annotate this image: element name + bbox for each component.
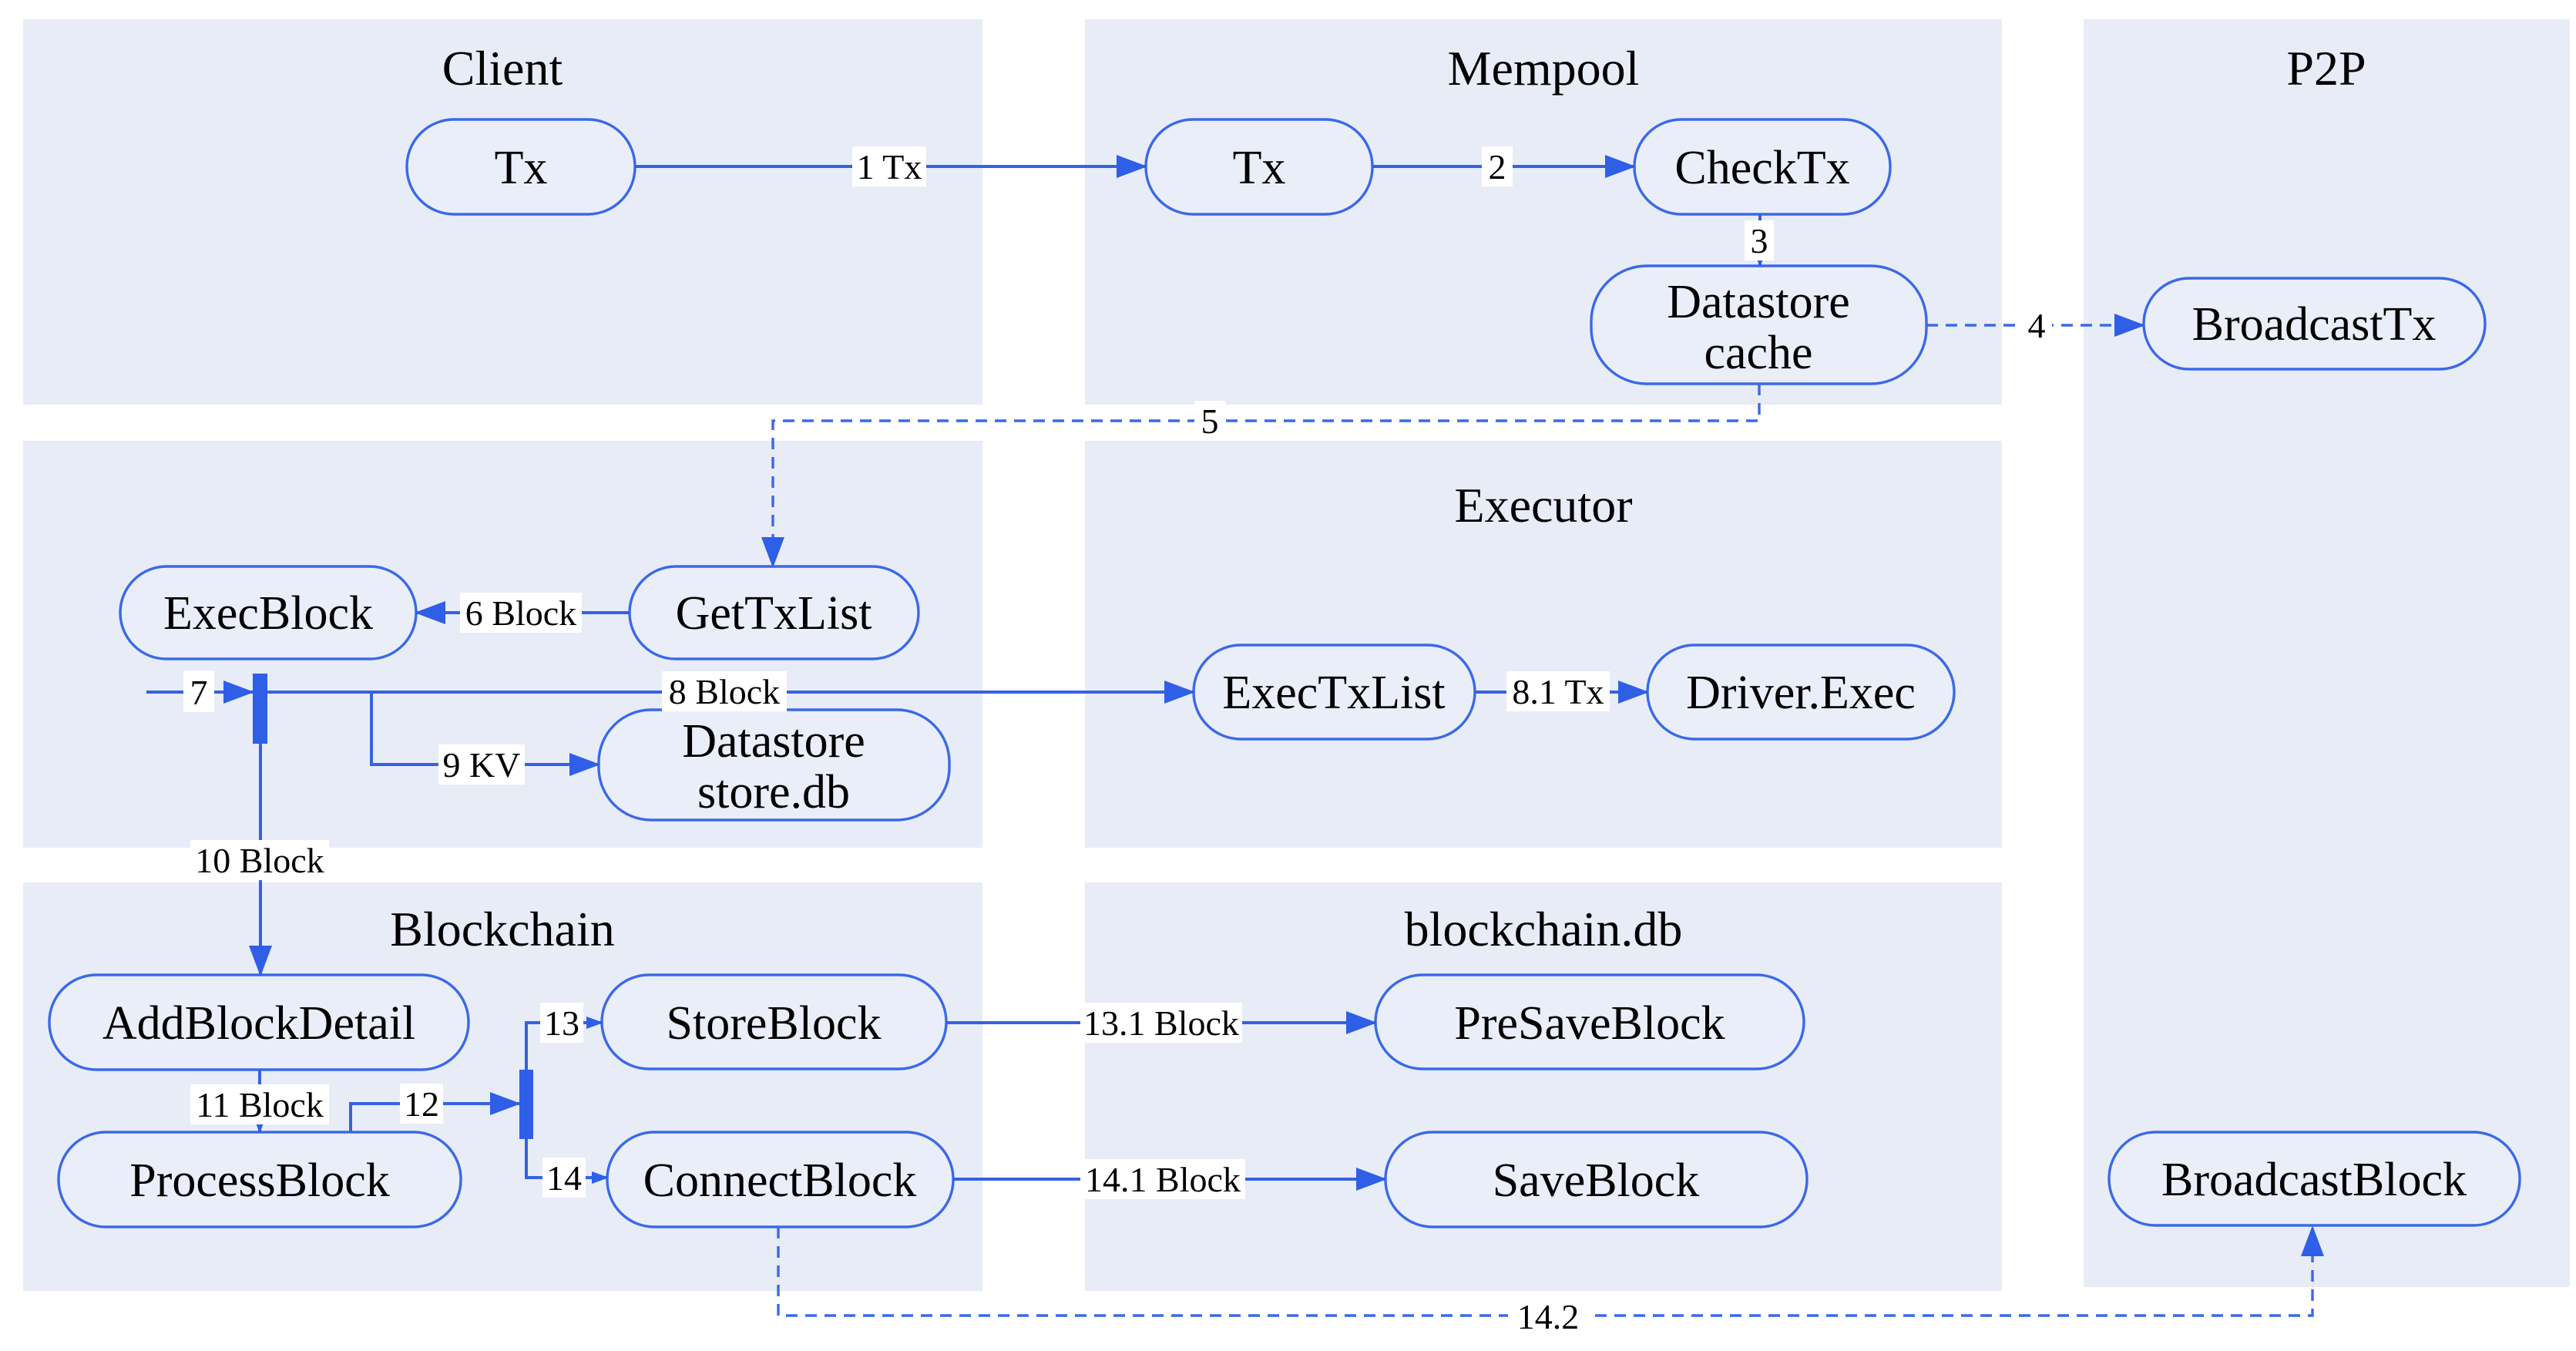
edge-5-line bbox=[761, 384, 1761, 568]
edge-2-label: 2 bbox=[1489, 147, 1506, 187]
node-gettxlist-label: GetTxList bbox=[676, 587, 872, 640]
edge-4-label-bg bbox=[2021, 305, 2052, 345]
node-execblock-label: ExecBlock bbox=[163, 587, 373, 640]
node-connectblock-label: ConnectBlock bbox=[643, 1154, 917, 1207]
node-mempool-tx-label: Tx bbox=[1233, 142, 1286, 194]
edge-9-label-bg bbox=[438, 744, 525, 785]
container-executor-title: Executor bbox=[1455, 478, 1633, 533]
edge-12-label: 12 bbox=[404, 1084, 439, 1124]
node-datastore-cache-label-1: Datastore bbox=[1667, 276, 1850, 328]
node-checktx-label: CheckTx bbox=[1674, 142, 1849, 194]
container-blockchain-db-title: blockchain.db bbox=[1405, 902, 1683, 956]
edge-13-label: 13 bbox=[544, 1003, 579, 1043]
container-p2p bbox=[2084, 19, 2570, 1287]
node-broadcastblock-label: BroadcastBlock bbox=[2161, 1154, 2467, 1206]
node-datastore-store-db-label-1: Datastore bbox=[682, 715, 865, 768]
edge-1-label-bg bbox=[852, 146, 926, 187]
edge-6-label: 6 Block bbox=[465, 593, 576, 633]
edge-14-label-bg bbox=[542, 1158, 586, 1198]
edge-8-label-bg bbox=[662, 671, 787, 711]
edge-14-2-label-bg bbox=[1508, 1296, 1588, 1336]
edge-13-1-label: 13.1 Block bbox=[1083, 1003, 1239, 1043]
edge-10-label-bg bbox=[190, 840, 329, 880]
edge-13-1-label-bg bbox=[1080, 1003, 1242, 1043]
node-broadcasttx-label: BroadcastTx bbox=[2192, 298, 2437, 351]
fork-bar-exec bbox=[253, 674, 267, 744]
edge-8-label: 8 Block bbox=[669, 672, 780, 711]
edge-7-label-bg bbox=[183, 670, 214, 712]
edge-5-label: 5 bbox=[1201, 402, 1219, 441]
edge-2-label-bg bbox=[1482, 146, 1513, 187]
node-processblock-label: ProcessBlock bbox=[129, 1154, 390, 1207]
node-saveblock-label: SaveBlock bbox=[1493, 1154, 1700, 1207]
edge-14-1-label: 14.1 Block bbox=[1085, 1160, 1241, 1199]
edge-14-1-label-bg bbox=[1080, 1159, 1245, 1199]
edge-3-label: 3 bbox=[1751, 221, 1768, 260]
edge-6-label-bg bbox=[460, 593, 582, 633]
edge-10-label: 10 Block bbox=[195, 841, 324, 880]
node-exectxlist-label: ExecTxList bbox=[1222, 667, 1445, 719]
edge-8-1-label-bg bbox=[1506, 671, 1610, 711]
edge-8-1-label: 8.1 Tx bbox=[1512, 672, 1604, 711]
node-datastore-cache-label-2: cache bbox=[1704, 327, 1812, 379]
node-addblockdetail-label: AddBlockDetail bbox=[102, 997, 415, 1050]
edge-1-label: 1 Tx bbox=[857, 147, 922, 187]
node-presaveblock-label: PreSaveBlock bbox=[1454, 997, 1725, 1050]
node-client-tx-label: Tx bbox=[495, 142, 548, 194]
edge-11-label-bg bbox=[190, 1084, 329, 1124]
edge-5-label-bg bbox=[1194, 401, 1225, 441]
fork-bar-blockchain bbox=[519, 1070, 533, 1139]
container-blockchain-title: Blockchain bbox=[390, 902, 614, 956]
container-client-title: Client bbox=[442, 41, 563, 96]
edge-12-line bbox=[349, 1092, 521, 1132]
node-datastore-store-db-label-2: store.db bbox=[697, 766, 850, 818]
edge-7-label: 7 bbox=[190, 673, 208, 712]
edge-11-label: 11 Block bbox=[196, 1085, 324, 1124]
edge-9-label: 9 KV bbox=[443, 745, 521, 785]
container-mempool-title: Mempool bbox=[1448, 41, 1640, 96]
edge-14-label: 14 bbox=[546, 1158, 582, 1198]
edge-3-label-bg bbox=[1745, 220, 1774, 260]
container-p2p-title: P2P bbox=[2286, 41, 2366, 96]
node-driver-exec-label: Driver.Exec bbox=[1686, 667, 1916, 719]
edge-12-label-bg bbox=[400, 1084, 443, 1124]
edge-13-label-bg bbox=[540, 1003, 583, 1043]
edge-14-2-label: 14.2 bbox=[1517, 1297, 1580, 1336]
edge-4-label: 4 bbox=[2028, 306, 2046, 345]
node-storeblock-label: StoreBlock bbox=[667, 997, 882, 1050]
